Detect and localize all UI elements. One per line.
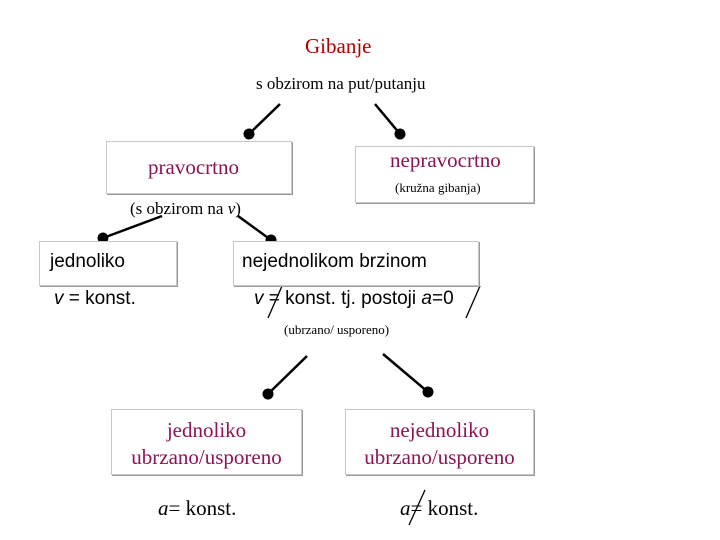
arrow-to-jednoliko xyxy=(97,214,163,244)
root-criterion: s obzirom na put/putanju xyxy=(256,74,426,93)
label-nejednoliko-ubrzano-line1: nejednoliko xyxy=(389,418,490,442)
formula2-mid: = konst. tj. postoji xyxy=(263,288,422,309)
formula-v-const: v = konst. xyxy=(54,288,136,310)
label-nejednoliko-ubrzano-line2: ubrzano/usporeno xyxy=(364,445,515,469)
not-equal-slash-v xyxy=(267,285,283,319)
formula-v-var: v xyxy=(54,288,64,309)
box-nepravocrtno: nepravocrtno (kružna gibanja) xyxy=(355,146,534,203)
label-nejednolikom: nejednolikom brzinom xyxy=(242,251,427,272)
criterion-v-var: v xyxy=(227,199,236,218)
arrow-to-nejednoliko-ubrzano xyxy=(382,353,434,398)
not-equal-slash-a xyxy=(465,285,481,319)
arrow-root-to-pravocrtno xyxy=(243,103,281,140)
diagram-title: Gibanje xyxy=(305,34,372,58)
formula2-v-var: v xyxy=(254,288,264,309)
criterion-v-prefix: (s obzirom na xyxy=(130,199,228,218)
formula2-end: =0 xyxy=(431,288,454,309)
label-pravocrtno: pravocrtno xyxy=(148,155,239,179)
formula-v-rest: = konst. xyxy=(63,288,136,309)
arrow-root-to-nepravocrtno xyxy=(374,103,406,140)
box-nejednolikom: nejednolikom brzinom xyxy=(233,241,479,286)
box-jednoliko: jednoliko xyxy=(39,241,177,286)
criterion-v-suffix: ) xyxy=(235,199,241,218)
note-kruzna: (kružna gibanja) xyxy=(395,180,481,195)
formula4-a-var: a xyxy=(400,496,411,520)
formula3-a-var: a xyxy=(158,496,169,520)
label-nepravocrtno: nepravocrtno xyxy=(390,148,501,172)
arrow-to-nejednolikom xyxy=(237,214,277,246)
label-jednoliko-ubrzano: jednoliko ubrzano/usporeno xyxy=(112,417,301,471)
not-equal-slash-a-bottom xyxy=(408,489,426,526)
formula2-a-var: a xyxy=(421,288,432,309)
box-nejednoliko-ubrzano: nejednoliko ubrzano/usporeno xyxy=(345,409,534,475)
arrow-to-jednoliko-ubrzano xyxy=(262,355,308,400)
formula-v-not-const: v = konst. tj. postoji a=0 xyxy=(254,288,454,310)
label-jednoliko-ubrzano-line1: jednoliko xyxy=(166,418,247,442)
label-jednoliko: jednoliko xyxy=(50,251,125,272)
label-jednoliko-ubrzano-line2: ubrzano/usporeno xyxy=(131,445,282,469)
box-jednoliko-ubrzano: jednoliko ubrzano/usporeno xyxy=(111,409,302,475)
formula4-rest: = konst. xyxy=(410,496,479,520)
note-ubrzano-usporeno: (ubrzano/ usporeno) xyxy=(284,322,390,337)
formula3-rest: = konst. xyxy=(168,496,237,520)
label-nejednoliko-ubrzano: nejednoliko ubrzano/usporeno xyxy=(346,417,533,471)
criterion-v: (s obzirom na v) xyxy=(130,199,241,219)
box-pravocrtno: pravocrtno xyxy=(106,141,292,194)
formula-a-not-const: a= konst. xyxy=(400,496,478,521)
formula-a-const: a= konst. xyxy=(158,496,236,521)
